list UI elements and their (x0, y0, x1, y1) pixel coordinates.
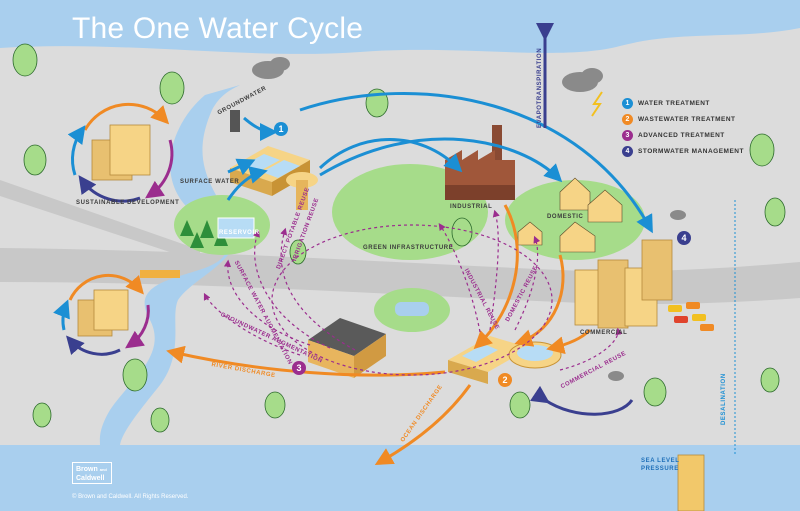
commercial-buildings (574, 239, 673, 329)
legend-number: 4 (622, 145, 633, 157)
legend-item-wastewater-treatment: 2 WASTEWATER TREATMENT (622, 111, 744, 127)
legend-item-water-treatment: 1 WATER TREATMENT (622, 95, 744, 111)
surface-water-label: SURFACE WATER (180, 179, 240, 185)
reservoir-label: RESERVOIR (219, 230, 260, 236)
factory (445, 125, 515, 200)
domestic-label: DOMESTIC (547, 214, 584, 220)
logo-word-and: and (99, 467, 107, 472)
trees (12, 43, 786, 433)
badge-advanced-treatment: 3 (292, 361, 306, 375)
legend-label: STORMWATER MANAGEMENT (638, 147, 744, 155)
evapotranspiration-label: EVAPOTRANSPIRATION (537, 47, 543, 128)
logo-word-caldwell: Caldwell (76, 475, 105, 482)
houses (517, 177, 623, 253)
legend-number: 2 (622, 113, 633, 125)
badge-stormwater-management: 4 (677, 231, 691, 245)
clouds (252, 57, 686, 381)
badge-water-treatment: 1 (274, 122, 288, 136)
pressure-line: PRESSURE (641, 466, 679, 472)
water-tower (286, 172, 318, 210)
page-title: The One Water Cycle (72, 12, 364, 45)
commercial-label: COMMERCIAL (580, 330, 628, 336)
sea-level-line: SEA LEVEL (641, 458, 680, 464)
legend-label: WASTEWATER TREATMENT (638, 115, 736, 123)
sea-level-pressure-label: SEA LEVEL PRESSURE (641, 457, 680, 473)
legend-label: ADVANCED TREATMENT (638, 131, 725, 139)
copyright-text: © Brown and Caldwell. All Rights Reserve… (72, 494, 189, 500)
badge-wastewater-treatment: 2 (498, 373, 512, 387)
legend-number: 3 (622, 129, 633, 141)
legend-item-advanced-treatment: 3 ADVANCED TREATMENT (622, 127, 744, 143)
green-infrastructure-label: GREEN INFRASTRUCTURE (363, 245, 454, 251)
wastewater-treatment-plant (448, 336, 562, 384)
sea (0, 445, 800, 511)
industrial-label: INDUSTRIAL (450, 204, 493, 210)
legend-number: 1 (622, 97, 633, 109)
legend: 1 WATER TREATMENT 2 WASTEWATER TREATMENT… (622, 95, 744, 159)
desalination-label: DESALINATION (721, 373, 727, 425)
brown-and-caldwell-logo: Brown and Caldwell (72, 462, 112, 484)
legend-label: WATER TREATMENT (638, 99, 710, 107)
sustainable-development-label: SUSTAINABLE DEVELOPMENT (76, 200, 180, 206)
river (99, 85, 240, 445)
sustainable-development-buildings (77, 124, 151, 337)
legend-item-stormwater-management: 4 STORMWATER MANAGEMENT (622, 143, 744, 159)
logo-word-brown: Brown (76, 466, 98, 473)
